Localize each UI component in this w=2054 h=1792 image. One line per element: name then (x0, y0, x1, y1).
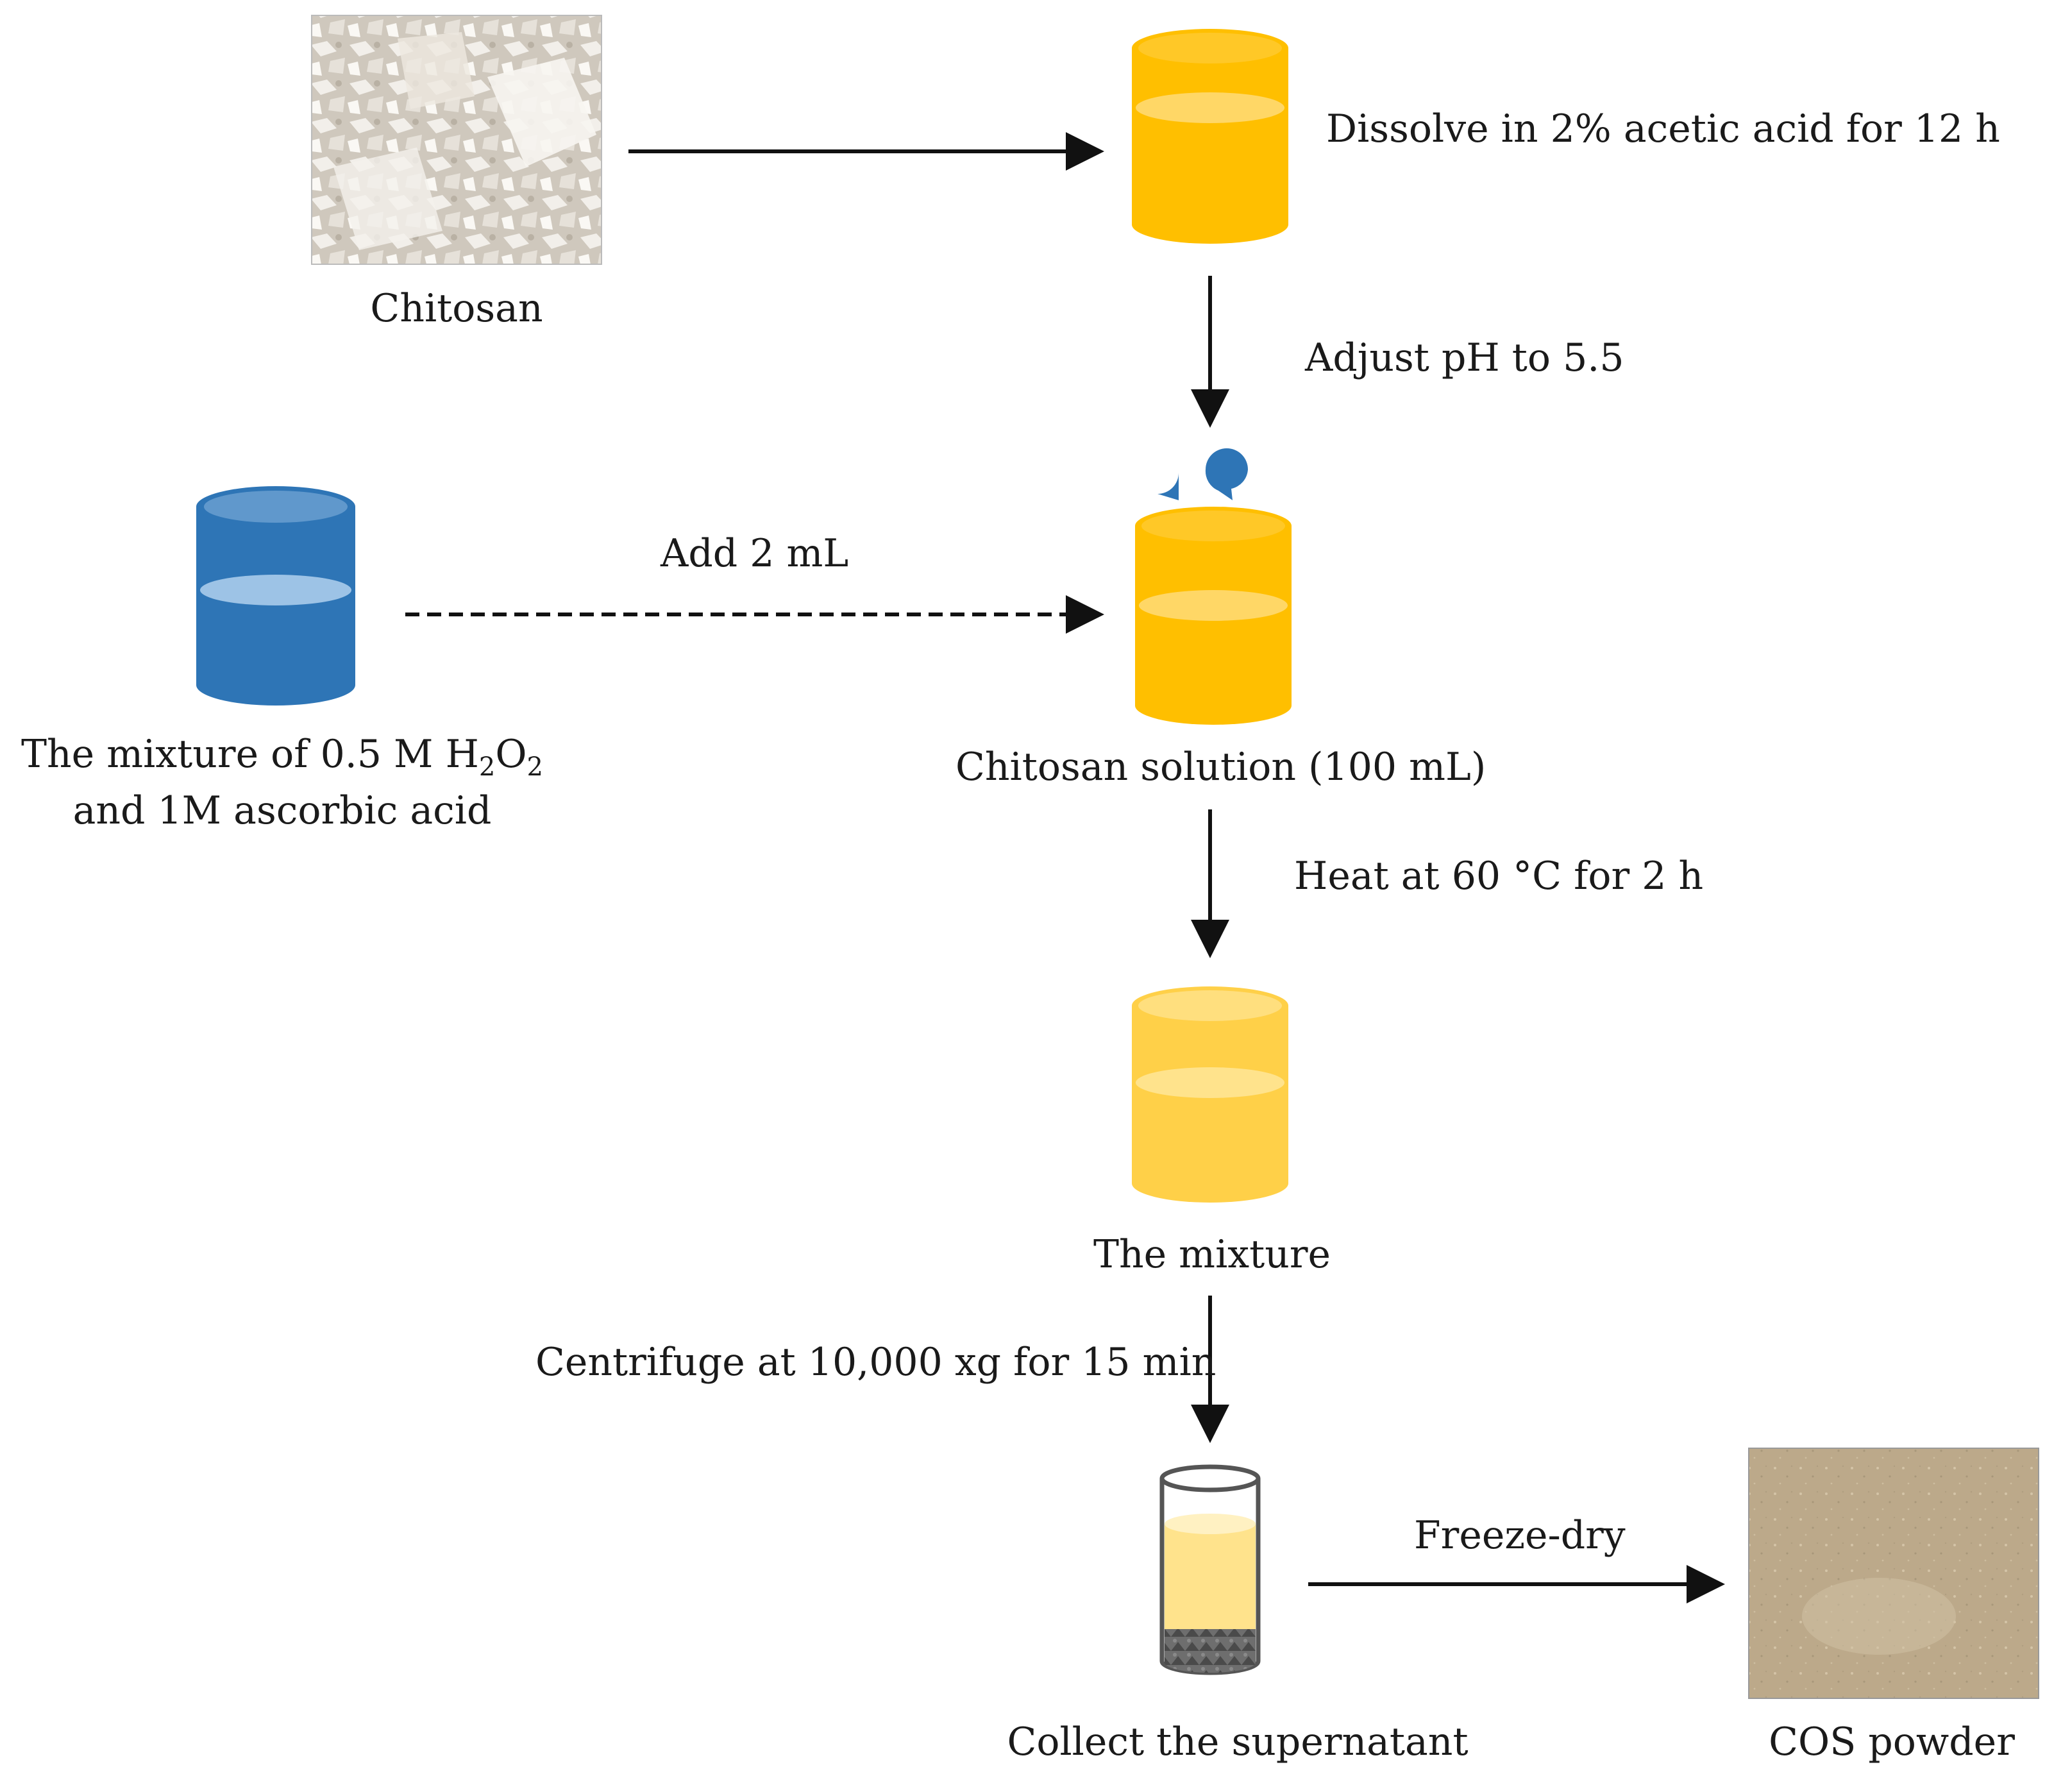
heat-label: Heat at 60 °C for 2 h (1294, 854, 1704, 899)
chitosan-image (311, 15, 602, 265)
collect-supernatant-label: Collect the supernatant (1007, 1720, 1469, 1764)
mixture-line1-mid: O (495, 732, 527, 777)
add-label: Add 2 mL (661, 531, 849, 576)
centrifuge-label: Centrifuge at 10,000 xg for 15 min (535, 1340, 1216, 1385)
cos-powder-label: COS powder (1769, 1720, 2015, 1764)
cos-powder-image (1748, 1448, 2039, 1699)
h2o2-mixture-label-line2: and 1M ascorbic acid (72, 788, 492, 833)
beaker-h2o2-ascorbic (196, 486, 355, 706)
chitosan-solution-label: Chitosan solution (100 mL) (955, 745, 1486, 790)
beaker-dissolve (1132, 29, 1288, 244)
freeze-dry-label: Freeze-dry (1414, 1513, 1626, 1558)
h2o2-mixture-label: The mixture of 0.5 M H2O2 (13, 731, 551, 782)
test-tube (1159, 1464, 1261, 1675)
dissolve-label: Dissolve in 2% acetic acid for 12 h (1326, 106, 2000, 151)
droplet-icon (1136, 448, 1248, 500)
beaker-chitosan-solution (1135, 507, 1292, 725)
adjust-ph-label: Adjust pH to 5.5 (1305, 335, 1624, 380)
subscript: 2 (526, 752, 543, 782)
chitosan-label: Chitosan (370, 286, 543, 331)
subscript: 2 (478, 752, 496, 782)
the-mixture-label: The mixture (1093, 1232, 1331, 1277)
beaker-mixture (1132, 986, 1288, 1203)
mixture-line1-prefix: The mixture of 0.5 M H (21, 732, 479, 777)
